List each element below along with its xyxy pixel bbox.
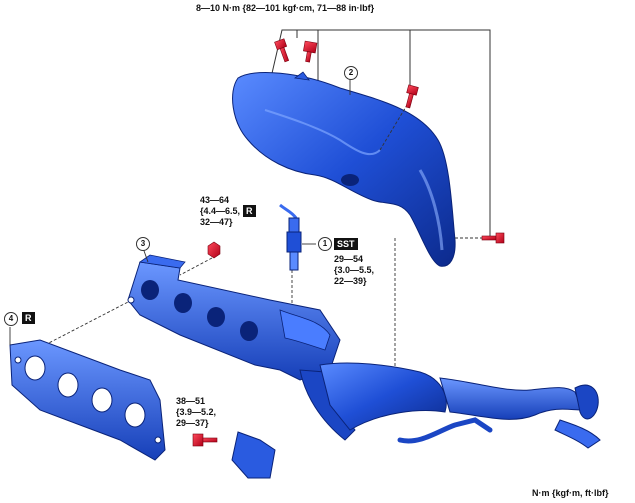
torque-nut-line2: {4.4—6.5,	[200, 206, 241, 216]
exhaust-manifold	[127, 254, 601, 479]
torque-sensor-line1: 29—54	[334, 254, 364, 264]
torque-bracket-line2: {3.9—5.2,	[176, 407, 217, 417]
torque-bracket-line3: 29—37}	[176, 418, 209, 428]
top-bolts-leader	[269, 29, 491, 238]
nut-manifold	[207, 241, 221, 259]
torque-sensor-line3: 22—39}	[334, 276, 367, 286]
replace-badge-nut: R	[243, 205, 256, 217]
fasteners	[192, 38, 505, 447]
callout-2: 2	[344, 66, 358, 80]
sst-badge: SST	[334, 238, 358, 250]
torque-sensor-line2: {3.0—5.5,	[334, 265, 375, 275]
torque-nut-line3: 32—47}	[200, 217, 233, 227]
replace-badge-gasket: R	[22, 312, 35, 324]
oxygen-sensor	[279, 203, 302, 271]
bolt-side-right	[481, 232, 505, 244]
torque-nut-line1: 43—64	[200, 195, 230, 205]
bolt-top-middle	[303, 40, 318, 63]
callout-3: 3	[136, 237, 150, 251]
callout-4: 4	[4, 312, 18, 326]
gasket	[9, 339, 166, 461]
callout-1: 1	[318, 237, 332, 251]
bolt-top-left	[274, 38, 290, 63]
bolt-top-right	[405, 84, 419, 109]
units-note: N·m {kgf·m, ft·lbf}	[532, 488, 609, 498]
heat-insulator	[232, 71, 456, 267]
bolt-bracket	[192, 433, 218, 447]
torque-bracket-line1: 38—51	[176, 396, 206, 406]
torque-top-bolts: 8—10 N·m {82—101 kgf·cm, 71—88 in·lbf}	[196, 3, 375, 13]
